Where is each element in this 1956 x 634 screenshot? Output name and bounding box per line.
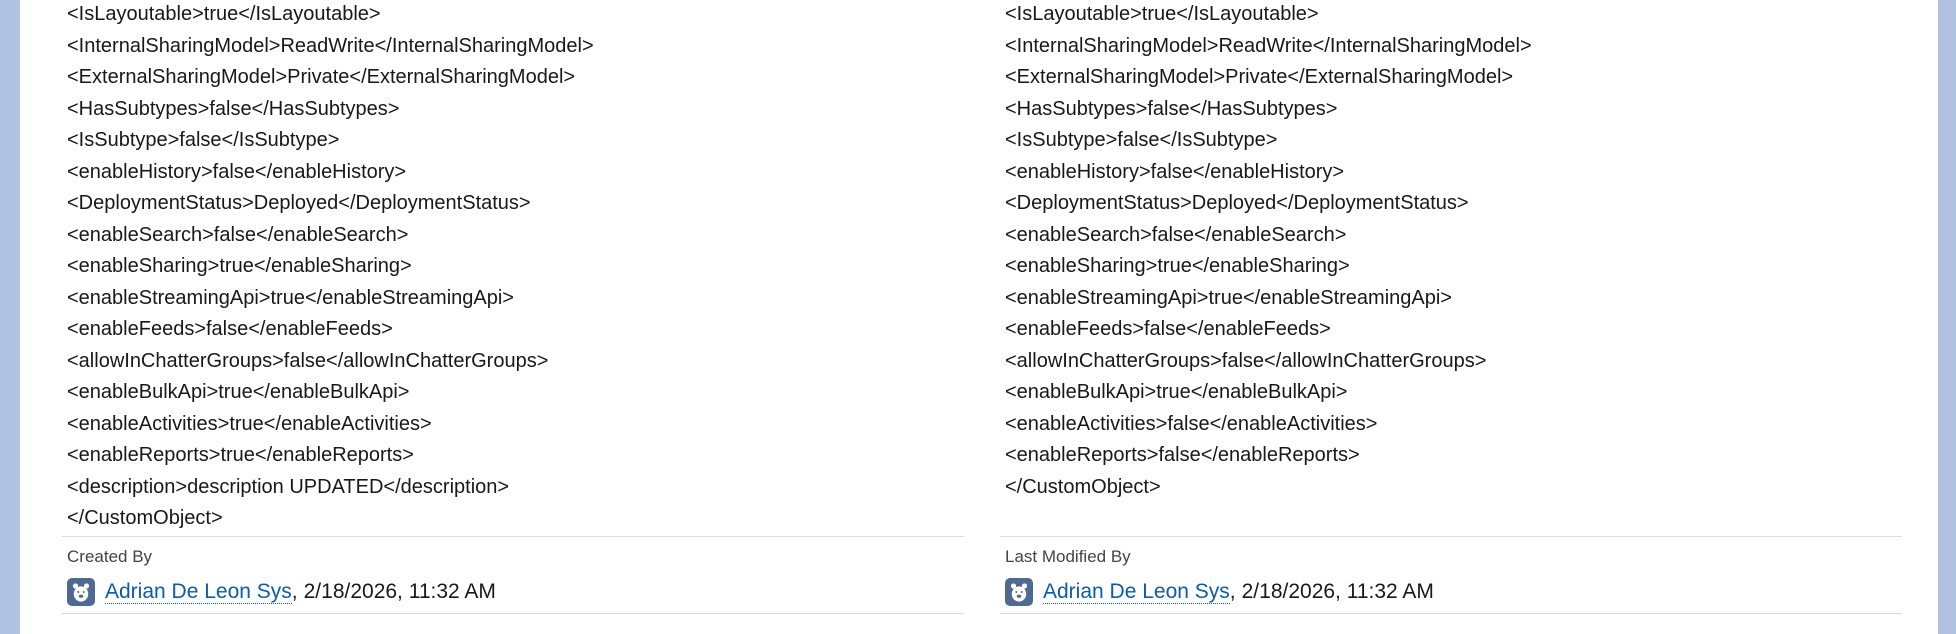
xml-line: <ExternalSharingModel>Private</ExternalS… [67,66,576,88]
xml-line: <enableReports>true</enableReports> [67,444,414,466]
xml-line: <InternalSharingModel>ReadWrite</Interna… [1005,34,1532,57]
last-modified-by-field: Last Modified By Adrian De Leon Sys , 2/… [1000,536,1902,614]
user-avatar-icon[interactable] [67,578,95,606]
metadata-xml-right: <IsLayoutable>true</IsLayoutable> <Inter… [1000,0,1922,504]
metadata-xml-left: <IsLayoutable>true</IsLayoutable> <Inter… [62,0,984,536]
separator: , [291,580,298,603]
xml-line: <enableHistory>false</enableHistory> [67,160,407,183]
xml-line: <DeploymentStatus>Deployed</DeploymentSt… [1005,192,1469,214]
xml-line: <enableBulkApi>true</enableBulkApi> [67,381,410,403]
right-column: <IsLayoutable>true</IsLayoutable> <Inter… [1000,0,1922,614]
xml-line: <enableFeeds>false</enableFeeds> [1005,318,1331,340]
left-column: <IsLayoutable>true</IsLayoutable> <Inter… [62,0,984,614]
created-by-value: Adrian De Leon Sys , 2/18/2026, 11:32 AM [67,575,496,609]
xml-line: <enableFeeds>false</enableFeeds> [67,318,393,340]
xml-line: <enableSearch>false</enableSearch> [1005,223,1347,246]
xml-line: <allowInChatterGroups>false</allowInChat… [67,349,549,372]
last-modified-date: 2/18/2026, 11:32 AM [1241,580,1434,603]
xml-line: <enableSearch>false</enableSearch> [67,223,409,246]
created-by-user-link[interactable]: Adrian De Leon Sys [105,579,292,604]
xml-line: <enableSharing>true</enableSharing> [1005,255,1350,277]
last-modified-by-user-link[interactable]: Adrian De Leon Sys [1043,579,1230,604]
xml-line: <HasSubtypes>false</HasSubtypes> [67,97,400,120]
separator: , [1229,580,1236,603]
xml-line: <IsLayoutable>true</IsLayoutable> [67,3,381,25]
xml-line: <HasSubtypes>false</HasSubtypes> [1005,97,1338,120]
created-by-label: Created By [67,547,153,566]
xml-line: </CustomObject> [67,507,223,529]
xml-line: <enableBulkApi>true</enableBulkApi> [1005,381,1348,403]
record-detail-card: <IsLayoutable>true</IsLayoutable> <Inter… [20,0,1938,634]
xml-line: <ExternalSharingModel>Private</ExternalS… [1005,66,1514,88]
last-modified-by-value: Adrian De Leon Sys , 2/18/2026, 11:32 AM [1005,575,1434,609]
xml-line: <enableStreamingApi>true</enableStreamin… [67,286,514,309]
xml-line: <enableStreamingApi>true</enableStreamin… [1005,286,1452,309]
xml-line: </CustomObject> [1005,475,1161,498]
last-modified-by-label: Last Modified By [1005,547,1131,566]
created-date: 2/18/2026, 11:32 AM [303,580,496,603]
xml-line: <enableSharing>true</enableSharing> [67,255,412,277]
xml-line: <IsLayoutable>true</IsLayoutable> [1005,3,1319,25]
xml-line: <allowInChatterGroups>false</allowInChat… [1005,349,1487,372]
user-avatar-icon[interactable] [1005,578,1033,606]
xml-line: <DeploymentStatus>Deployed</DeploymentSt… [67,192,531,214]
xml-line: <enableReports>false</enableReports> [1005,444,1360,466]
xml-line: <enableActivities>true</enableActivities… [67,412,432,435]
xml-line: <enableActivities>false</enableActivitie… [1005,412,1378,435]
xml-line: <IsSubtype>false</IsSubtype> [67,129,340,151]
xml-line: <InternalSharingModel>ReadWrite</Interna… [67,34,594,57]
created-by-field: Created By Adrian De Leon Sys , 2/18/202… [62,536,964,614]
xml-line: <description>description UPDATED</descri… [67,475,510,498]
xml-line: <IsSubtype>false</IsSubtype> [1005,129,1278,151]
xml-line: <enableHistory>false</enableHistory> [1005,160,1345,183]
